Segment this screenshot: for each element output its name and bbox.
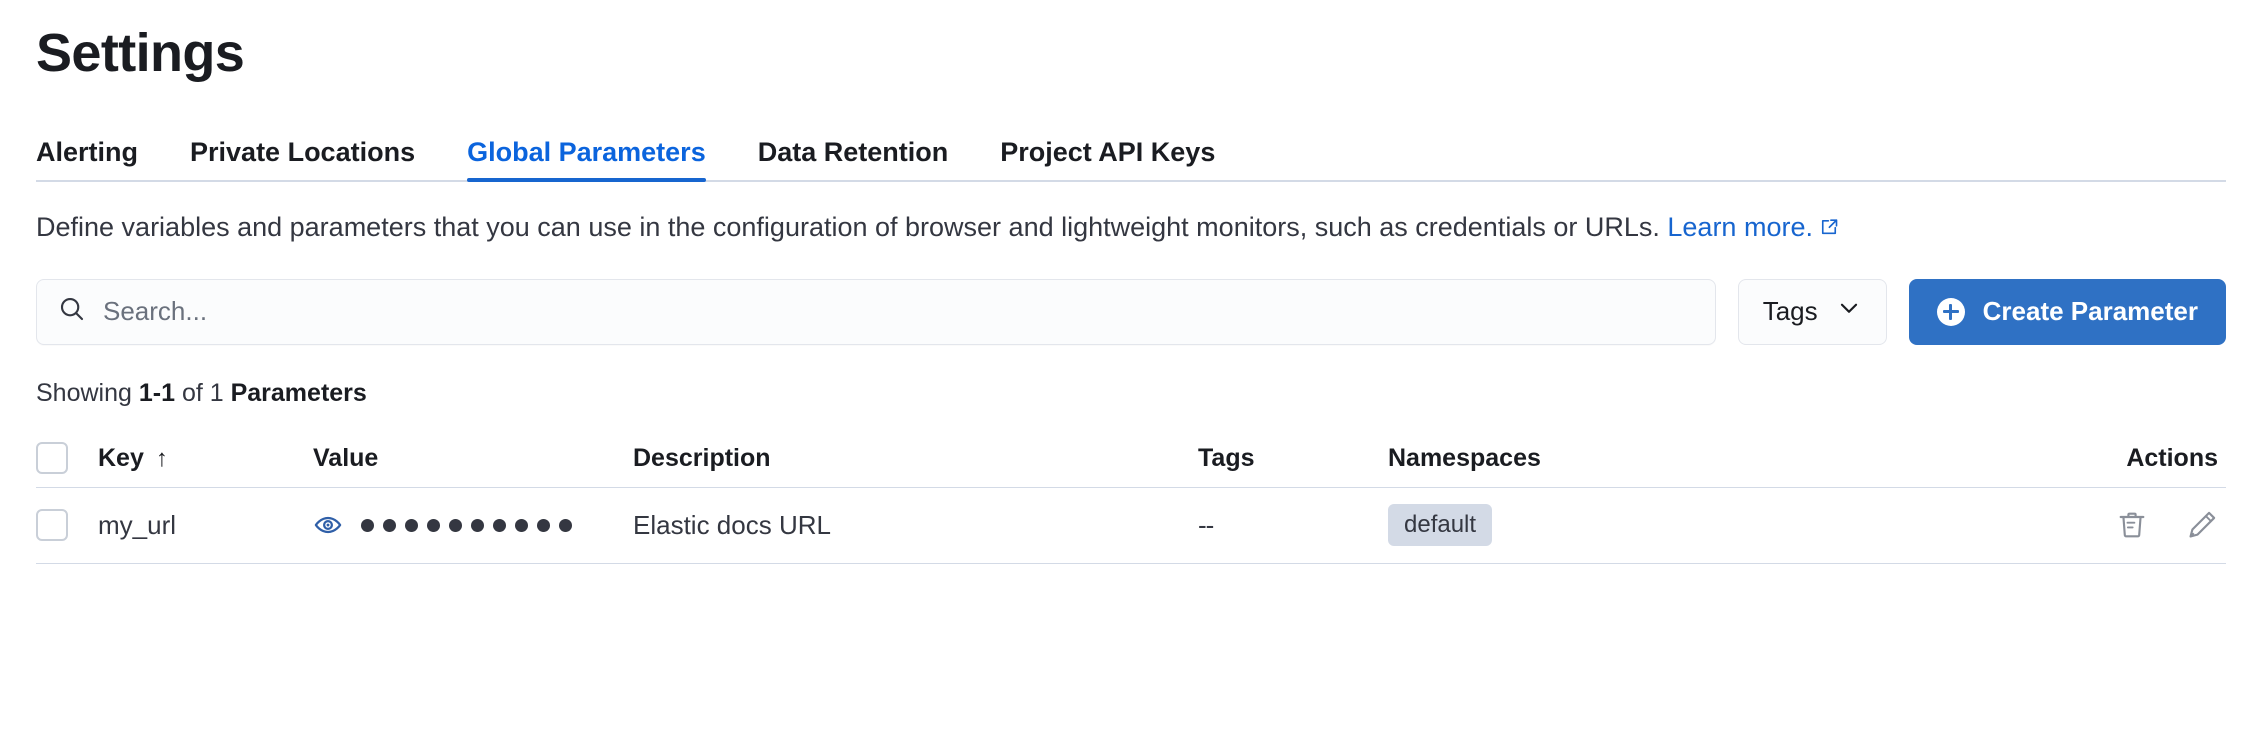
search-input[interactable] (103, 296, 1695, 328)
showing-middle: of 1 (175, 378, 231, 407)
cell-actions (1988, 509, 2226, 541)
row-select-cell (36, 509, 98, 542)
column-header-key[interactable]: Key ↑ (98, 444, 313, 473)
plus-circle-icon (1936, 297, 1965, 326)
tab-label: Global Parameters (467, 137, 706, 168)
column-header-value: Value (313, 444, 633, 473)
cell-tags: -- (1198, 509, 1214, 540)
table-header-row: Key ↑ Value Description Tags Namespaces A… (36, 430, 2226, 488)
learn-more-link[interactable]: Learn more. (1667, 212, 1813, 242)
eye-icon[interactable] (313, 510, 343, 540)
tab-global-parameters[interactable]: Global Parameters (441, 137, 732, 183)
tab-label: Private Locations (190, 137, 416, 168)
column-header-namespaces-label: Namespaces (1388, 443, 1541, 472)
tags-filter-label: Tags (1762, 296, 1818, 327)
tab-private-locations[interactable]: Private Locations (164, 139, 441, 180)
showing-entity: Parameters (230, 378, 367, 407)
column-header-tags: Tags (1198, 444, 1388, 473)
column-header-description: Description (633, 444, 1198, 473)
create-parameter-button[interactable]: Create Parameter (1908, 278, 2226, 345)
namespace-badge: default (1388, 504, 1493, 547)
search-box[interactable] (36, 278, 1716, 345)
cell-namespaces: default (1388, 504, 1988, 547)
parameters-table: Key ↑ Value Description Tags Namespaces A… (36, 430, 2226, 564)
create-parameter-label: Create Parameter (1982, 296, 2198, 327)
column-header-actions: Actions (1988, 444, 2226, 473)
tab-bar: Alerting Private Locations Global Parame… (36, 126, 2226, 183)
tab-alerting[interactable]: Alerting (36, 139, 164, 180)
masked-value (361, 518, 572, 532)
column-header-description-label: Description (633, 443, 771, 472)
column-header-value-label: Value (313, 443, 379, 472)
description-body: Define variables and parameters that you… (36, 212, 1660, 243)
external-link-icon (1819, 209, 1839, 249)
select-all-cell (36, 442, 98, 475)
tab-label: Data Retention (757, 137, 949, 168)
tab-data-retention[interactable]: Data Retention (732, 139, 975, 180)
column-header-tags-label: Tags (1198, 443, 1255, 472)
tags-filter-button[interactable]: Tags (1737, 278, 1887, 345)
column-header-namespaces: Namespaces (1388, 444, 1988, 473)
cell-description: Elastic docs URL (633, 509, 831, 540)
column-header-actions-label: Actions (2126, 443, 2218, 472)
controls-row: Tags Create Parameter (36, 278, 2226, 345)
chevron-down-icon (1836, 295, 1862, 328)
tab-label: Alerting (36, 137, 139, 168)
learn-more-label: Learn more. (1667, 212, 1813, 243)
cell-key: my_url (98, 509, 177, 540)
tab-project-api-keys[interactable]: Project API Keys (974, 139, 1241, 180)
showing-range: 1-1 (138, 378, 175, 407)
arrow-up-icon: ↑ (155, 444, 168, 472)
select-all-checkbox[interactable] (36, 442, 68, 475)
results-count: Showing 1-1 of 1 Parameters (36, 379, 2226, 408)
pencil-icon[interactable] (2186, 509, 2218, 541)
tab-label: Project API Keys (1000, 137, 1216, 168)
page-title: Settings (36, 23, 245, 83)
column-header-key-label: Key (98, 443, 144, 472)
search-icon (57, 294, 87, 329)
showing-prefix: Showing (36, 378, 139, 407)
row-select-checkbox[interactable] (36, 509, 68, 542)
cell-value (313, 510, 633, 540)
description-text: Define variables and parameters that you… (36, 208, 2226, 249)
table-row: my_url Elastic docs URL -- default (36, 488, 2226, 564)
trash-icon[interactable] (2116, 509, 2148, 541)
